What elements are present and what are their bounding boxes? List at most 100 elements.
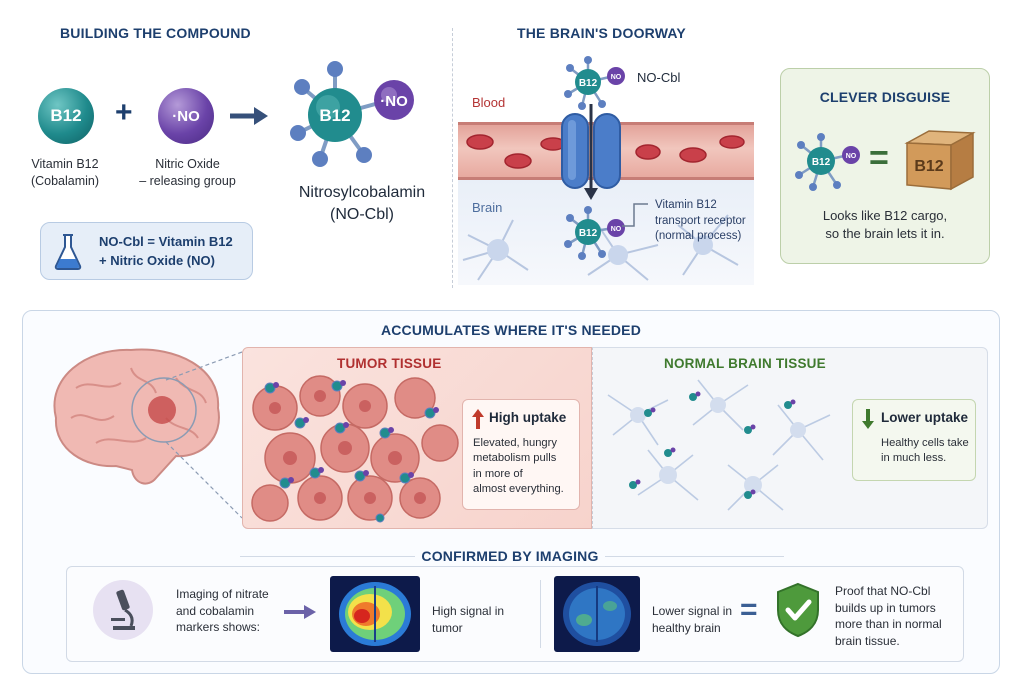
- zoom-callout-lines: [165, 351, 243, 519]
- tumor-scan-svg: [339, 582, 411, 646]
- low-signal-caption: Lower signal in healthy brain: [652, 603, 732, 636]
- receptor-caption: Vitamin B12 transport receptor (normal p…: [655, 198, 746, 245]
- lower-uptake-line2: in much less.: [881, 452, 947, 465]
- proof-line4: brain tissue.: [835, 633, 900, 648]
- building-title: BUILDING THE COMPOUND: [60, 25, 251, 41]
- disguise-molecule-icon: B12 NO: [795, 133, 860, 191]
- high-uptake-line2: metabolism pulls: [473, 452, 557, 465]
- disguise-panel: CLEVER DISGUISE B12 NO = B12 Looks like …: [780, 68, 990, 264]
- formula-box: NO-Cbl = Vitamin B12 + Nitric Oxide (NO): [40, 222, 253, 280]
- high-signal-caption: High signal in tumor: [432, 603, 504, 636]
- normal-title: NORMAL BRAIN TISSUE: [664, 356, 826, 371]
- proof-line3: more than in normal: [835, 617, 942, 632]
- high-uptake-title: High uptake: [489, 410, 567, 425]
- nitric-oxide-icon: ·NO: [158, 88, 214, 144]
- proof-text: Proof that NO-Cbl builds up in tumors mo…: [835, 583, 942, 649]
- healthy-scan-image: [554, 576, 640, 652]
- result-name-line2: (NO-Cbl): [330, 206, 394, 224]
- healthy-scan-svg: [563, 582, 631, 646]
- proof-line1: Proof that NO-Cbl: [835, 584, 931, 598]
- high-uptake-line1: Elevated, hungry: [473, 437, 557, 449]
- low-signal-line2: healthy brain: [652, 620, 721, 635]
- no-cbl-molecule-bottom: B12 NO: [564, 206, 625, 260]
- disguise-mol-no-label: NO: [846, 153, 857, 160]
- brain-label: Brain: [472, 200, 503, 215]
- lower-uptake-title: Lower uptake: [881, 410, 969, 425]
- high-signal-line1: High signal in: [432, 604, 505, 618]
- brain-icon: [53, 348, 220, 485]
- imaging-intro: Imaging of nitrate and cobalamin markers…: [176, 586, 269, 636]
- formula-line2: + Nitric Oxide (NO): [99, 252, 215, 268]
- disguise-caption-line2: so the brain lets it in.: [825, 225, 945, 241]
- formula-line1: NO-Cbl = Vitamin B12: [99, 234, 233, 249]
- section-divider: [452, 28, 453, 288]
- doorway-title: THE BRAIN'S DOORWAY: [517, 25, 686, 41]
- microscope-svg: [111, 589, 135, 630]
- high-uptake-line4: almost everything.: [473, 483, 564, 496]
- lower-uptake-text: Healthy cells take in much less.: [881, 436, 969, 467]
- flask-icon: [54, 234, 82, 270]
- no-caption-line1: Nitric Oxide: [155, 157, 220, 171]
- normal-neurons-illustration: [607, 379, 831, 511]
- receptor-line2: transport receptor: [655, 214, 746, 227]
- tumor-title: TUMOR TISSUE: [337, 356, 442, 371]
- imaging-title: CONFIRMED BY IMAGING: [415, 548, 605, 564]
- formula-text: NO-Cbl = Vitamin B12 + Nitric Oxide (NO): [99, 233, 233, 271]
- bottom-mol-b12-label: B12: [579, 228, 598, 239]
- tumor-scan-image: [330, 576, 420, 652]
- red-blood-cells: [466, 134, 745, 169]
- nitrosylcobalamin-molecule-icon: B12 ·NO: [290, 61, 414, 167]
- proof-line2: builds up in tumors: [835, 600, 936, 615]
- box-b12-label: B12: [914, 158, 943, 175]
- result-name: Nitrosylcobalamin (NO-Cbl): [262, 182, 462, 227]
- no-cbl-label: NO-Cbl: [637, 70, 681, 85]
- disguise-mol-b12-label: B12: [812, 157, 831, 168]
- transport-receptor-channel: [561, 113, 621, 189]
- imaging-separator: [540, 580, 541, 648]
- receptor-line1: Vitamin B12: [655, 199, 717, 211]
- plus-sign: +: [115, 96, 133, 129]
- arrow-down-green-icon: [862, 409, 874, 429]
- high-signal-line2: tumor: [432, 620, 463, 635]
- no-cbl-molecule-top: B12 NO: [564, 56, 625, 110]
- receptor-line3: (normal process): [655, 230, 742, 243]
- b12-caption-line2: (Cobalamin): [30, 173, 100, 188]
- imaging-intro-line3: markers shows:: [176, 620, 261, 635]
- top-mol-b12-label: B12: [579, 78, 598, 89]
- disguise-caption-line1: Looks like B12 cargo,: [822, 208, 948, 223]
- result-b12-label: B12: [319, 106, 350, 125]
- arrow-down-icon: [584, 104, 598, 200]
- blood-label: Blood: [472, 95, 506, 110]
- tumor-cells-illustration: [251, 375, 459, 523]
- disguise-caption: Looks like B12 cargo, so the brain lets …: [781, 207, 989, 242]
- cardboard-box-icon: B12: [904, 130, 976, 191]
- no-badge-label: ·NO: [172, 107, 200, 125]
- brain-cells-illustration: [462, 214, 739, 281]
- disguise-equals: =: [869, 139, 889, 177]
- imaging-intro-line2: and cobalamin: [176, 603, 255, 618]
- lower-uptake-line1: Healthy cells take: [881, 437, 969, 449]
- no-caption: Nitric Oxide – releasing group: [125, 156, 250, 190]
- imaging-equals: =: [740, 593, 758, 626]
- bottom-mol-no-label: NO: [611, 226, 622, 233]
- arrow-right-icon: [230, 107, 268, 125]
- b12-caption: Vitamin B12 (Cobalamin): [10, 156, 120, 190]
- microscope-icon: [93, 580, 153, 640]
- lower-uptake-card: Lower uptake Healthy cells take in much …: [852, 399, 976, 481]
- high-uptake-line3: in more of: [473, 467, 523, 480]
- result-no-label: ·NO: [380, 93, 408, 110]
- high-uptake-card: High uptake Elevated, hungry metabolism …: [462, 399, 580, 510]
- receptor-callout-line: [622, 203, 648, 227]
- imaging-intro-line1: Imaging of nitrate: [176, 587, 269, 601]
- high-uptake-text: Elevated, hungry metabolism pulls in mor…: [473, 436, 564, 498]
- top-mol-no-label: NO: [611, 74, 622, 81]
- accumulates-title: ACCUMULATES WHERE IT'S NEEDED: [380, 322, 642, 338]
- b12-badge-label: B12: [50, 106, 82, 125]
- low-signal-line1: Lower signal in: [652, 604, 733, 618]
- b12-caption-line1: Vitamin B12: [31, 157, 99, 171]
- shield-check-icon: [777, 582, 819, 638]
- b12-molecule-icon: B12: [38, 88, 94, 144]
- arrow-up-icon: [472, 409, 484, 429]
- disguise-title: CLEVER DISGUISE: [819, 89, 951, 105]
- no-caption-line2: – releasing group: [139, 173, 236, 188]
